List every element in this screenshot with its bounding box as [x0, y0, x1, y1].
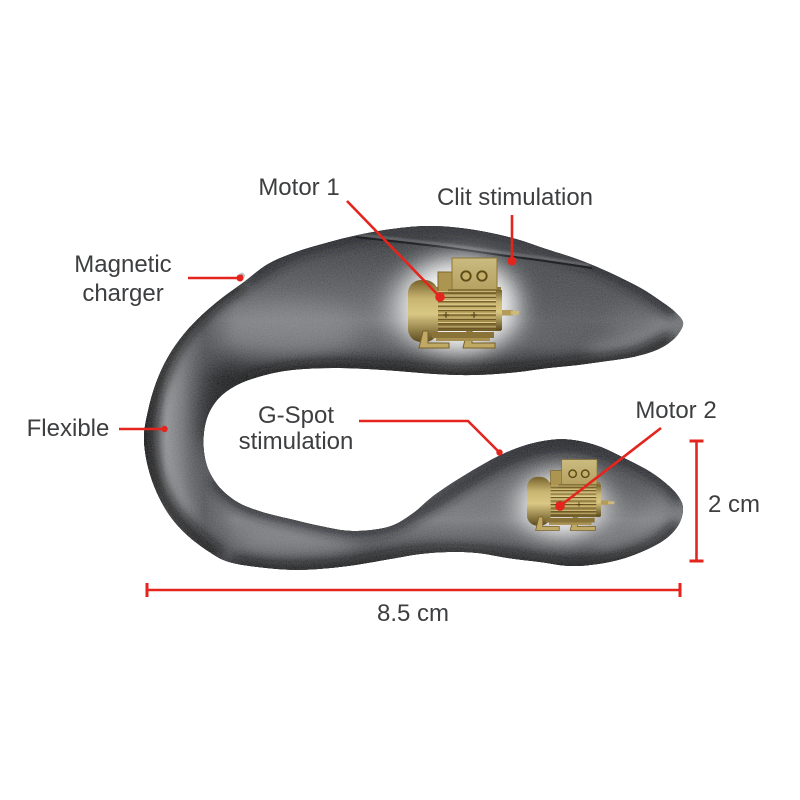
svg-text:charger: charger [82, 280, 163, 307]
svg-text:Magnetic: Magnetic [74, 251, 171, 278]
svg-text:stimulation: stimulation [239, 428, 354, 455]
svg-text:Motor 2: Motor 2 [635, 397, 716, 424]
svg-text:Clit stimulation: Clit stimulation [437, 184, 593, 211]
svg-text:Flexible: Flexible [27, 415, 110, 442]
svg-text:2 cm: 2 cm [708, 491, 760, 518]
svg-text:G-Spot: G-Spot [258, 402, 334, 429]
svg-text:8.5 cm: 8.5 cm [377, 600, 449, 627]
svg-text:Motor 1: Motor 1 [258, 174, 339, 201]
